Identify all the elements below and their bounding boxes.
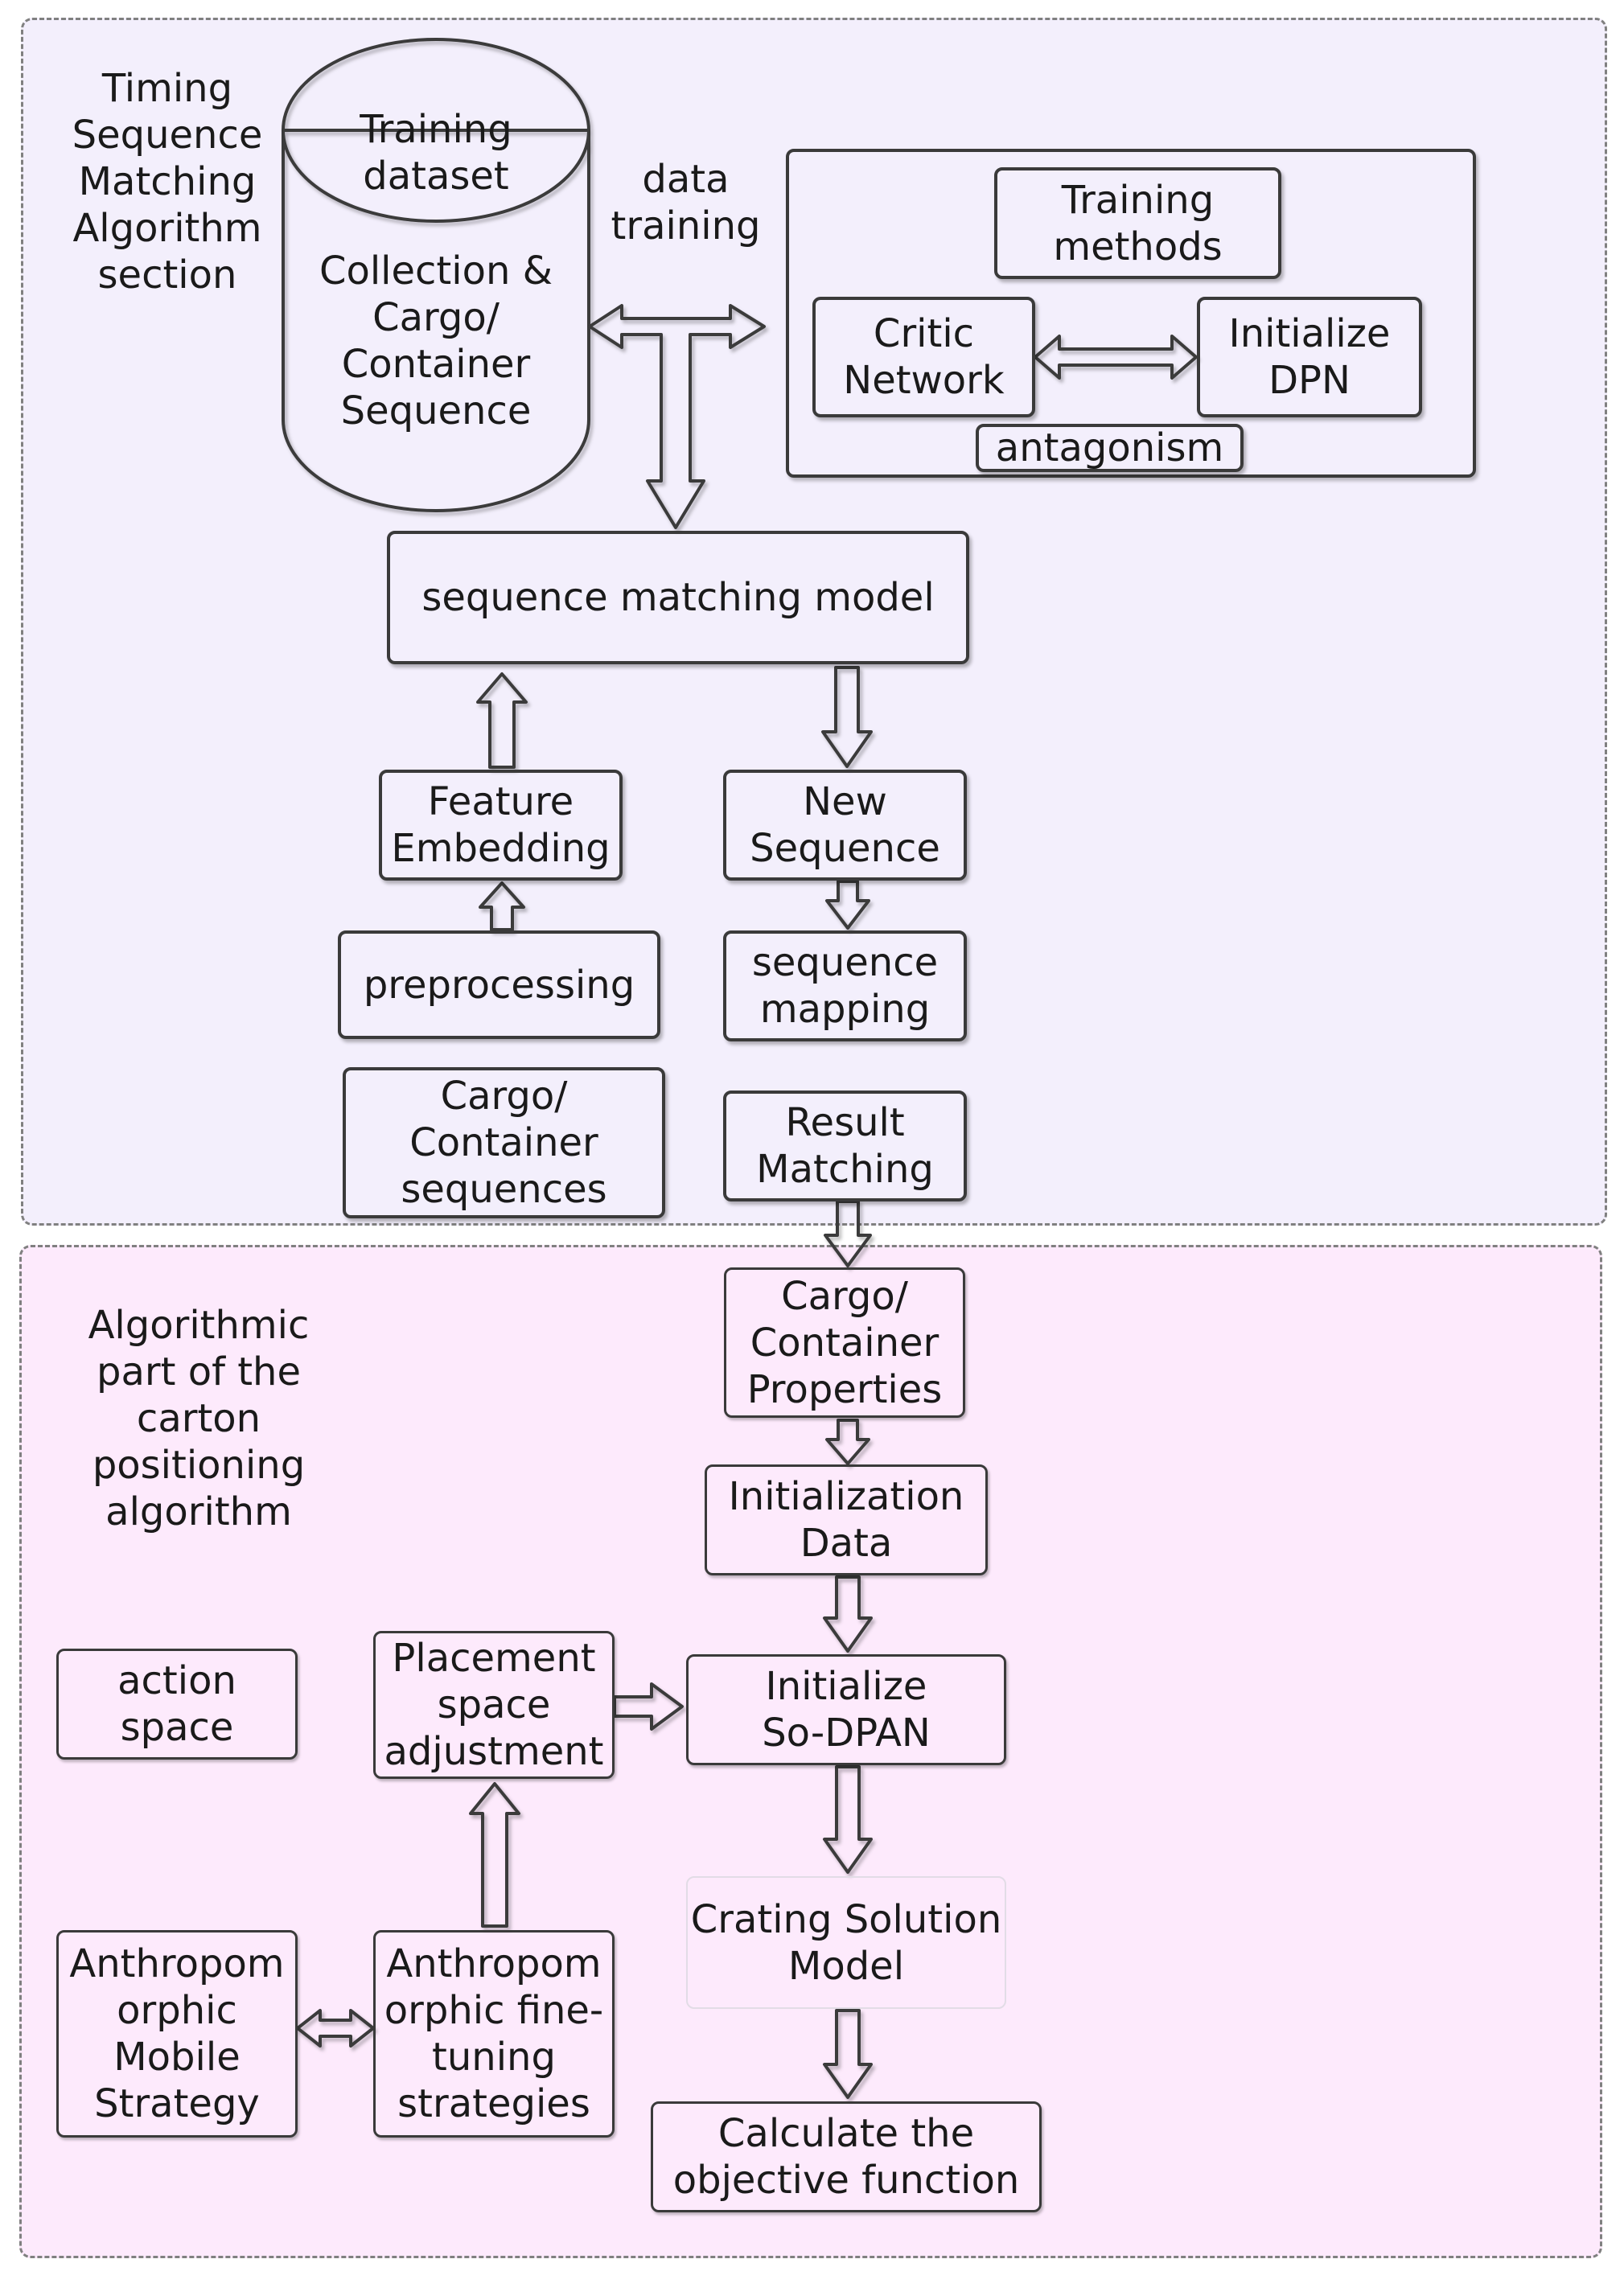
- down-arrow-result-properties: [824, 1200, 872, 1267]
- collection-sequence-label: Collection & Cargo/ Container Sequence: [319, 248, 553, 433]
- sequence-matching-model-box: sequence matching model: [387, 531, 969, 664]
- critic-network-box: Critic Network: [812, 297, 1035, 417]
- cargo-container-properties-box: Cargo/ Container Properties: [724, 1267, 965, 1418]
- up-arrow-embedding-model: [476, 672, 528, 769]
- down-arrow-model-newseq: [821, 666, 873, 768]
- preprocessing-box: preprocessing: [338, 930, 660, 1039]
- training-dataset-cylinder: [282, 38, 590, 512]
- data-training-label: data training: [611, 157, 761, 248]
- training-dataset-label: Training dataset: [360, 107, 512, 199]
- initialization-data-box: Initialization Data: [705, 1464, 988, 1575]
- right-arrow-placement-sodpan: [613, 1682, 684, 1731]
- up-arrow-preprocessing-embedding: [479, 881, 525, 931]
- feature-embedding-box: Feature Embedding: [379, 770, 623, 881]
- placement-space-adjustment-box: Placement space adjustment: [373, 1631, 615, 1779]
- training-methods-box: Training methods: [994, 167, 1281, 279]
- down-arrow-initdata-sodpan: [823, 1575, 873, 1653]
- new-sequence-box: New Sequence: [723, 770, 967, 881]
- initialize-so-dpan-box: Initialize So-DPAN: [686, 1654, 1006, 1765]
- data-training-arrow: [588, 304, 766, 529]
- section-title-carton: Algorithmic part of the carton positioni…: [88, 1303, 310, 1534]
- action-space-box: action space: [56, 1649, 298, 1760]
- calculate-objective-box: Calculate the objective function: [651, 2101, 1042, 2212]
- double-arrow-mobile-finetuning: [296, 2009, 375, 2048]
- timing-sequence-section: [21, 18, 1607, 1226]
- up-arrow-finetuning-placement: [469, 1782, 520, 1928]
- initialize-dpn-box: Initialize DPN: [1197, 297, 1422, 417]
- training-frame: [786, 149, 1476, 478]
- down-arrow-sodpan-crating: [823, 1765, 873, 1874]
- down-arrow-newseq-mapping: [825, 880, 870, 930]
- antagonism-box: antagonism: [976, 424, 1244, 472]
- critic-dpn-arrow: [1034, 335, 1198, 380]
- anthropomorphic-mobile-strategy-box: Anthropom orphic Mobile Strategy: [56, 1930, 298, 2138]
- down-arrow-properties-initdata: [825, 1419, 870, 1465]
- down-arrow-crating-calculate: [823, 2009, 873, 2099]
- cargo-container-sequences-box: Cargo/ Container sequences: [343, 1067, 665, 1218]
- section-title-timing: Timing Sequence Matching Algorithm secti…: [72, 66, 263, 298]
- anthropomorphic-fine-tuning-box: Anthropom orphic fine- tuning strategies: [373, 1930, 615, 2138]
- result-matching-box: Result Matching: [723, 1090, 967, 1201]
- carton-positioning-section: [19, 1245, 1602, 2258]
- sequence-mapping-box: sequence mapping: [723, 930, 967, 1041]
- crating-solution-model-box: Crating Solution Model: [686, 1876, 1006, 2009]
